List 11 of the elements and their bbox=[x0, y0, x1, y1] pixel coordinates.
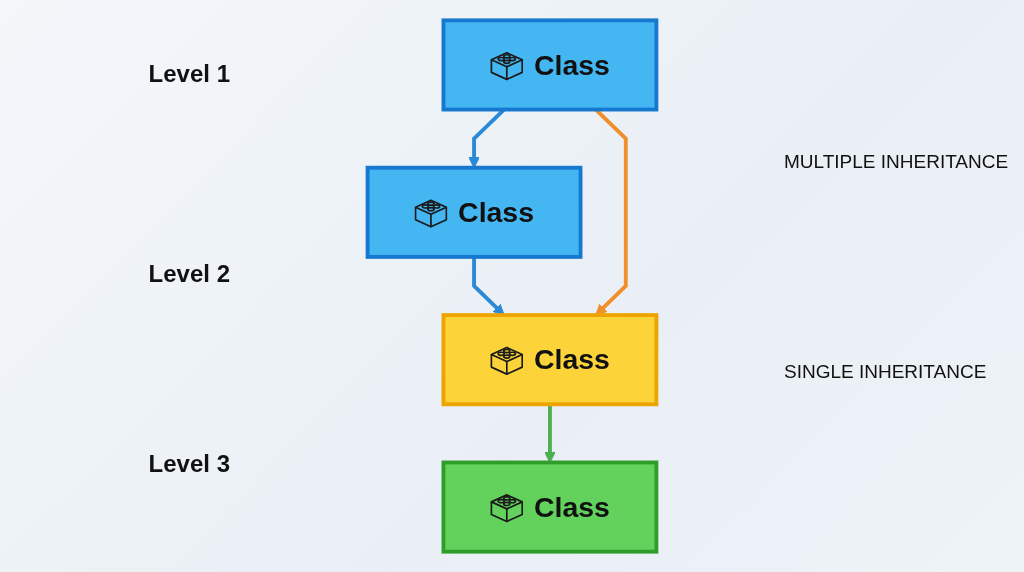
arrow bbox=[544, 404, 556, 463]
annotation-text: SINGLE INHERITANCE bbox=[784, 360, 988, 384]
level-label: Level 3 bbox=[148, 450, 230, 478]
arrow bbox=[472, 256, 505, 316]
level-label: Level 2 bbox=[148, 260, 230, 288]
node-box: Class bbox=[441, 18, 659, 112]
annotation-text: MULTIPLE INHERITANCE bbox=[784, 150, 1010, 174]
node-box: Class bbox=[441, 460, 659, 554]
node-box: Class bbox=[365, 165, 583, 259]
level-label: Level 1 bbox=[148, 60, 230, 88]
node-box: Class bbox=[441, 313, 659, 407]
